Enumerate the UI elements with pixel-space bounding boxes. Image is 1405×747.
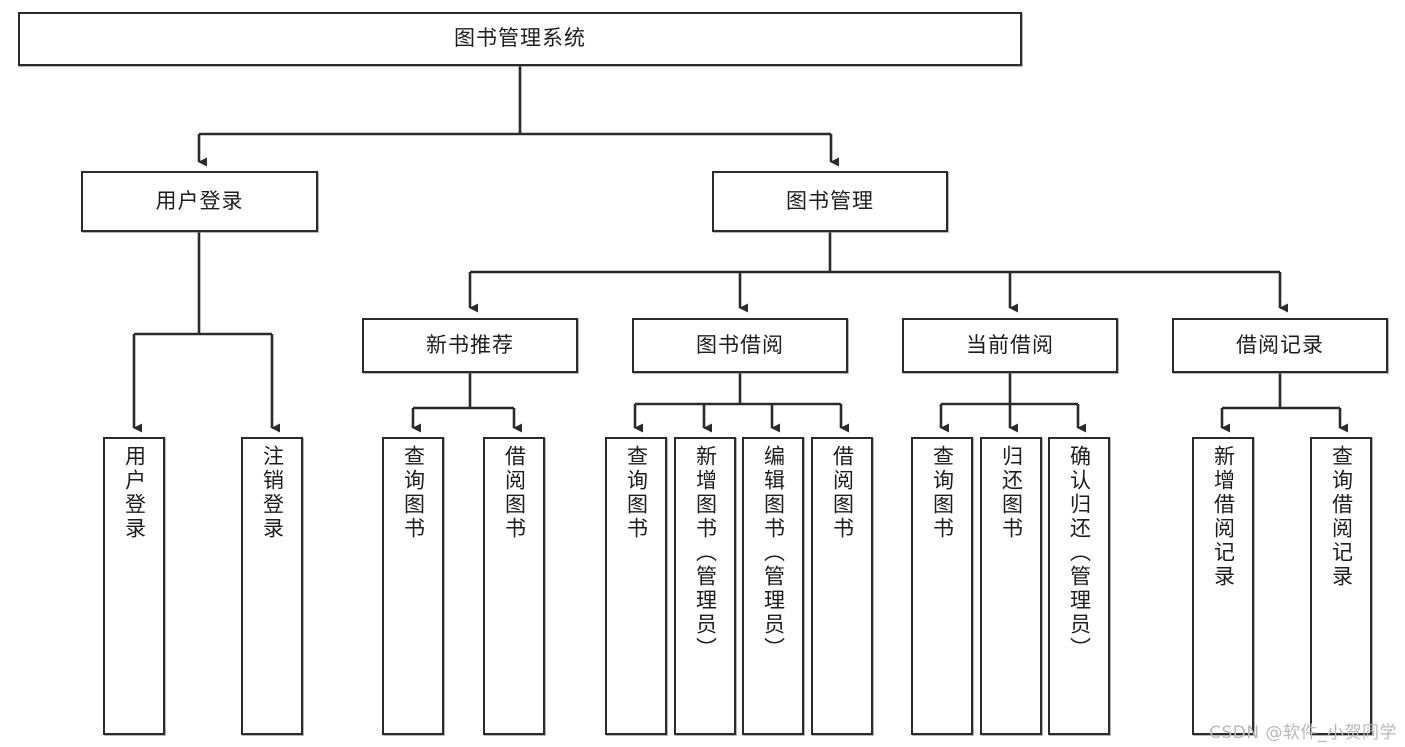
node-leaf-borrow-book-2-label: 借阅图书 [830, 445, 855, 541]
node-leaf-edit-book[interactable]: 编辑图书（管理员） [742, 437, 804, 735]
node-book-manage[interactable]: 图书管理 [712, 171, 948, 232]
node-current-borrow-label: 当前借阅 [966, 332, 1054, 357]
node-leaf-add-book-label: 新增图书（管理员） [693, 445, 718, 661]
node-borrow-record-label: 借阅记录 [1236, 332, 1324, 357]
node-user-login[interactable]: 用户登录 [81, 171, 318, 232]
node-leaf-user-login[interactable]: 用户登录 [103, 437, 165, 735]
node-leaf-query-record-label: 查询借阅记录 [1329, 445, 1354, 589]
node-new-book-recommend-label: 新书推荐 [426, 332, 514, 357]
node-leaf-return-book[interactable]: 归还图书 [980, 437, 1042, 735]
node-user-login-label: 用户登录 [155, 188, 244, 213]
node-leaf-user-login-label: 用户登录 [122, 445, 147, 541]
node-leaf-borrow-book-1-label: 借阅图书 [502, 445, 527, 541]
node-leaf-user-logout-label: 注销登录 [260, 445, 285, 541]
node-leaf-confirm-return[interactable]: 确认归还（管理员） [1048, 437, 1110, 735]
node-leaf-query-book-1-label: 查询图书 [401, 445, 426, 541]
node-root-label: 图书管理系统 [454, 26, 586, 51]
node-leaf-query-book-3[interactable]: 查询图书 [911, 437, 973, 735]
node-leaf-return-book-label: 归还图书 [999, 445, 1024, 541]
node-leaf-add-record[interactable]: 新增借阅记录 [1192, 437, 1254, 735]
node-leaf-edit-book-label: 编辑图书（管理员） [761, 445, 786, 661]
node-leaf-add-book[interactable]: 新增图书（管理员） [674, 437, 736, 735]
node-leaf-borrow-book-2[interactable]: 借阅图书 [811, 437, 873, 735]
node-leaf-query-record[interactable]: 查询借阅记录 [1310, 437, 1372, 735]
node-leaf-query-book-3-label: 查询图书 [930, 445, 955, 541]
node-new-book-recommend[interactable]: 新书推荐 [362, 318, 578, 373]
node-book-borrow-label: 图书借阅 [696, 332, 784, 357]
node-leaf-user-logout[interactable]: 注销登录 [241, 437, 303, 735]
node-root[interactable]: 图书管理系统 [18, 12, 1022, 66]
node-leaf-query-book-2-label: 查询图书 [624, 445, 649, 541]
node-leaf-add-record-label: 新增借阅记录 [1211, 445, 1236, 589]
node-book-manage-label: 图书管理 [786, 188, 874, 213]
node-leaf-borrow-book-1[interactable]: 借阅图书 [483, 437, 545, 735]
node-leaf-query-book-2[interactable]: 查询图书 [605, 437, 667, 735]
node-book-borrow[interactable]: 图书借阅 [632, 318, 848, 373]
node-current-borrow[interactable]: 当前借阅 [902, 318, 1118, 373]
node-leaf-query-book-1[interactable]: 查询图书 [382, 437, 444, 735]
node-leaf-confirm-return-label: 确认归还（管理员） [1067, 445, 1092, 661]
node-borrow-record[interactable]: 借阅记录 [1172, 318, 1388, 373]
